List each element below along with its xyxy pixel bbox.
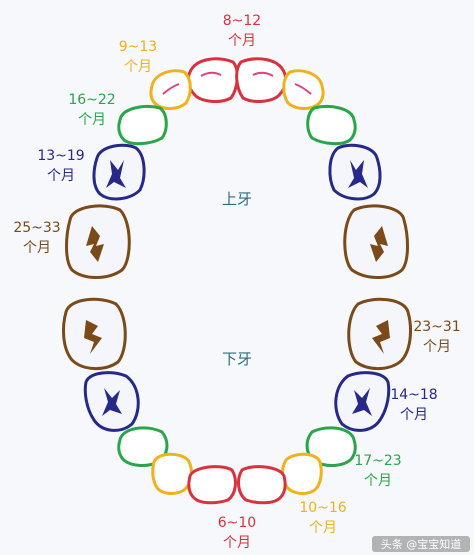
lower-lateral-incisor-left	[151, 452, 193, 495]
upper-second-molar-left	[65, 204, 131, 279]
lower-central-incisor-left	[187, 465, 237, 505]
label-range: 6~10	[218, 515, 256, 531]
label-lower-second-molar: 23~31 个月	[413, 319, 460, 355]
label-range: 23~31	[413, 319, 460, 335]
label-range: 16~22	[68, 92, 115, 108]
label-range: 10~16	[299, 500, 346, 516]
label-range: 14~18	[390, 387, 437, 403]
lower-jaw-label: 下牙	[222, 350, 252, 368]
label-upper-lateral: 9~13 个月	[119, 39, 157, 75]
upper-lateral-incisor-left	[149, 69, 192, 110]
upper-central-incisor-left	[186, 57, 239, 103]
upper-second-molar-right	[343, 204, 409, 279]
label-range: 13~19	[37, 148, 84, 164]
label-range: 8~12	[223, 13, 261, 29]
label-unit: 个月	[223, 535, 251, 551]
upper-jaw-label: 上牙	[222, 190, 252, 208]
label-unit: 个月	[78, 112, 106, 128]
upper-central-incisor-right	[235, 57, 288, 103]
label-lower-lateral: 10~16 个月	[299, 500, 346, 536]
label-range: 25~33	[13, 220, 60, 236]
label-unit: 个月	[423, 339, 451, 355]
watermark-text: 头条 @宝宝知道	[381, 537, 462, 551]
label-unit: 个月	[47, 168, 75, 184]
label-upper-second-molar: 25~33 个月	[13, 220, 60, 256]
label-unit: 个月	[364, 473, 392, 489]
label-upper-central: 8~12 个月	[223, 13, 261, 49]
label-unit: 个月	[23, 240, 51, 256]
lower-second-molar-left	[62, 297, 127, 370]
label-unit: 个月	[228, 33, 256, 49]
lower-lateral-incisor-right	[281, 452, 323, 495]
label-lower-canine: 17~23 个月	[354, 453, 401, 489]
label-unit: 个月	[124, 59, 152, 75]
label-unit: 个月	[309, 520, 337, 536]
label-range: 17~23	[354, 453, 401, 469]
lower-second-molar-right	[347, 297, 412, 370]
upper-canine-left	[117, 105, 168, 146]
label-unit: 个月	[400, 407, 428, 423]
upper-canine-right	[306, 105, 357, 146]
label-upper-first-molar: 13~19 个月	[37, 148, 84, 184]
label-lower-first-molar: 14~18 个月	[390, 387, 437, 423]
watermark: 头条 @宝宝知道	[372, 536, 470, 552]
upper-lateral-incisor-right	[282, 69, 325, 110]
label-upper-canine: 16~22 个月	[68, 92, 115, 128]
label-range: 9~13	[119, 39, 157, 55]
label-lower-central: 6~10 个月	[218, 515, 256, 551]
lower-central-incisor-right	[237, 465, 287, 505]
